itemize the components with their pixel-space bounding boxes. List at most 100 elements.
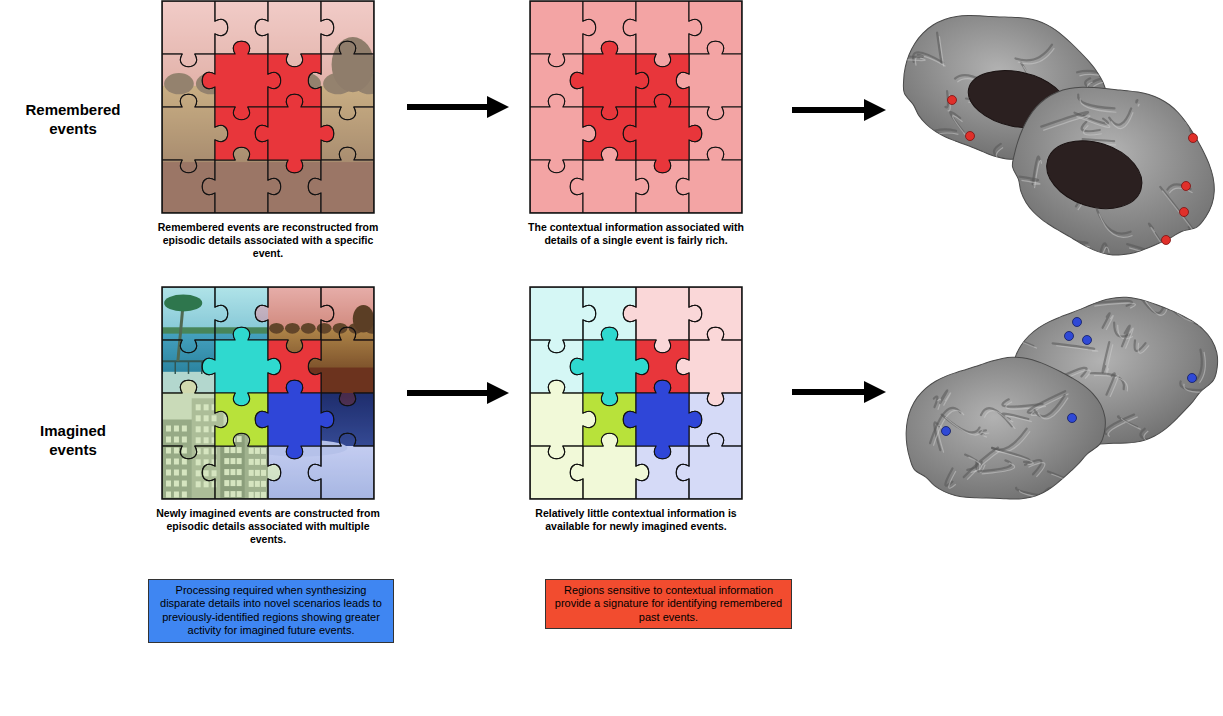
gyrus-highlight — [1051, 469, 1089, 496]
gyrus-highlight — [993, 325, 1037, 357]
puzzle-panel-art — [162, 1, 385, 213]
node-text: Processing required when synthesizing di… — [155, 584, 387, 638]
sulcus — [1041, 100, 1088, 139]
flow-arrow-shaft — [792, 389, 866, 395]
gyrus-highlight — [1043, 103, 1090, 142]
flow-arrow-head — [864, 99, 886, 121]
brain-sulci-inner — [923, 373, 1092, 531]
gyrus-highlight — [933, 36, 949, 66]
gyrus-highlight — [1019, 486, 1049, 503]
sulcus — [1167, 181, 1190, 196]
panel-ground — [530, 287, 742, 499]
puzzle-panel-clip — [530, 287, 742, 499]
gyrus-highlight — [1076, 113, 1111, 128]
gyrus-highlight — [947, 471, 959, 488]
gyrus-highlight — [1095, 247, 1110, 279]
gyrus-highlight — [1127, 248, 1161, 266]
sulcus — [929, 125, 956, 138]
activation-dot — [1180, 208, 1189, 217]
gyrus-highlight — [968, 456, 982, 473]
puzzle-panel-clip — [530, 1, 742, 213]
sulcus — [942, 410, 980, 437]
sulcus — [1133, 338, 1147, 351]
node-text: The contextual information associated wi… — [515, 221, 757, 247]
activation-dot — [1189, 134, 1198, 143]
gyrus-highlight — [1094, 298, 1136, 316]
puzzle-panel: Relatively little contextual information… — [511, 286, 761, 533]
sulcus — [1100, 313, 1112, 327]
sulcus — [1189, 129, 1218, 142]
node-text: Remembered events are reconstructed from… — [147, 221, 389, 259]
gyrus-highlight — [964, 450, 1005, 480]
puzzle-panel-art — [530, 287, 742, 499]
activation-dot — [1068, 414, 1077, 423]
panel-border — [530, 287, 742, 499]
sulcus — [1118, 413, 1137, 431]
sulcus — [1139, 423, 1177, 450]
brain-sulci — [997, 48, 1223, 303]
gyrus-highlight — [1094, 214, 1136, 241]
gyrus-highlight — [1145, 227, 1175, 254]
medial-wall — [1038, 129, 1151, 220]
sulcus — [990, 322, 1034, 354]
node-text: Regions sensitive to contextual informat… — [552, 584, 785, 624]
sulcus — [1059, 234, 1087, 247]
sulcus — [1125, 244, 1159, 262]
sulcus — [977, 460, 1011, 472]
gyrus-highlight — [887, 51, 925, 65]
sulcus — [1048, 466, 1086, 493]
sulcus — [1015, 38, 1052, 66]
flow-arrow — [407, 104, 487, 110]
gyrus-highlight — [1110, 107, 1133, 131]
gyrus-highlight — [1083, 125, 1103, 140]
puzzle-piece — [623, 380, 701, 458]
panel-border — [162, 287, 374, 499]
sulcus — [926, 407, 965, 443]
sulcus — [1184, 91, 1203, 122]
puzzle-piece — [255, 94, 333, 172]
panel-ground — [530, 1, 742, 213]
gyrus-highlight — [1079, 71, 1108, 82]
gyrus-highlight — [1094, 369, 1129, 397]
gyrus-highlight — [1036, 398, 1070, 420]
activation-dot — [1188, 374, 1197, 383]
sulcus — [1136, 100, 1137, 103]
puzzle-panel-clip — [162, 287, 374, 499]
gyrus-highlight — [1137, 341, 1151, 354]
brain-outline — [897, 345, 1115, 513]
sulcus — [1140, 292, 1165, 316]
panel-border — [162, 1, 374, 213]
sulcus — [1033, 488, 1057, 515]
sulcus — [921, 4, 941, 18]
puzzle-panel-clip — [162, 1, 374, 213]
puzzle-piece — [623, 94, 701, 172]
node-text: Relatively little contextual information… — [515, 507, 757, 533]
puzzle-piece — [255, 380, 333, 458]
gyrus-highlight — [1186, 94, 1205, 125]
sulcus — [1169, 296, 1198, 327]
node-text: Newly imagined events are constructed fr… — [147, 507, 389, 545]
gyrus-highlight — [1144, 294, 1169, 318]
gyrus-highlight — [1061, 238, 1089, 251]
gyrus-highlight — [1103, 316, 1115, 330]
row-label: Remembered events — [17, 101, 129, 139]
gyrus-highlight — [983, 433, 990, 438]
panel-border — [530, 1, 742, 213]
brain-surface — [897, 345, 1115, 513]
gyrus-highlight — [923, 8, 943, 22]
sulcus — [933, 396, 939, 407]
gyrus-highlight — [1143, 425, 1181, 452]
panel-ground — [162, 1, 374, 213]
activation-dot — [948, 96, 957, 105]
puzzle-panel-art — [162, 287, 379, 499]
summary-box: Regions sensitive to contextual informat… — [545, 579, 792, 629]
puzzle-panel-art — [530, 1, 742, 213]
sulcus — [1180, 374, 1220, 396]
gyrus-highlight — [1138, 104, 1139, 107]
gyrus-highlight — [942, 393, 952, 406]
flow-arrow — [407, 390, 487, 396]
flow-arrow-head — [864, 381, 886, 403]
activation-dot — [1065, 332, 1074, 341]
gyrus-highlight — [1121, 415, 1140, 433]
